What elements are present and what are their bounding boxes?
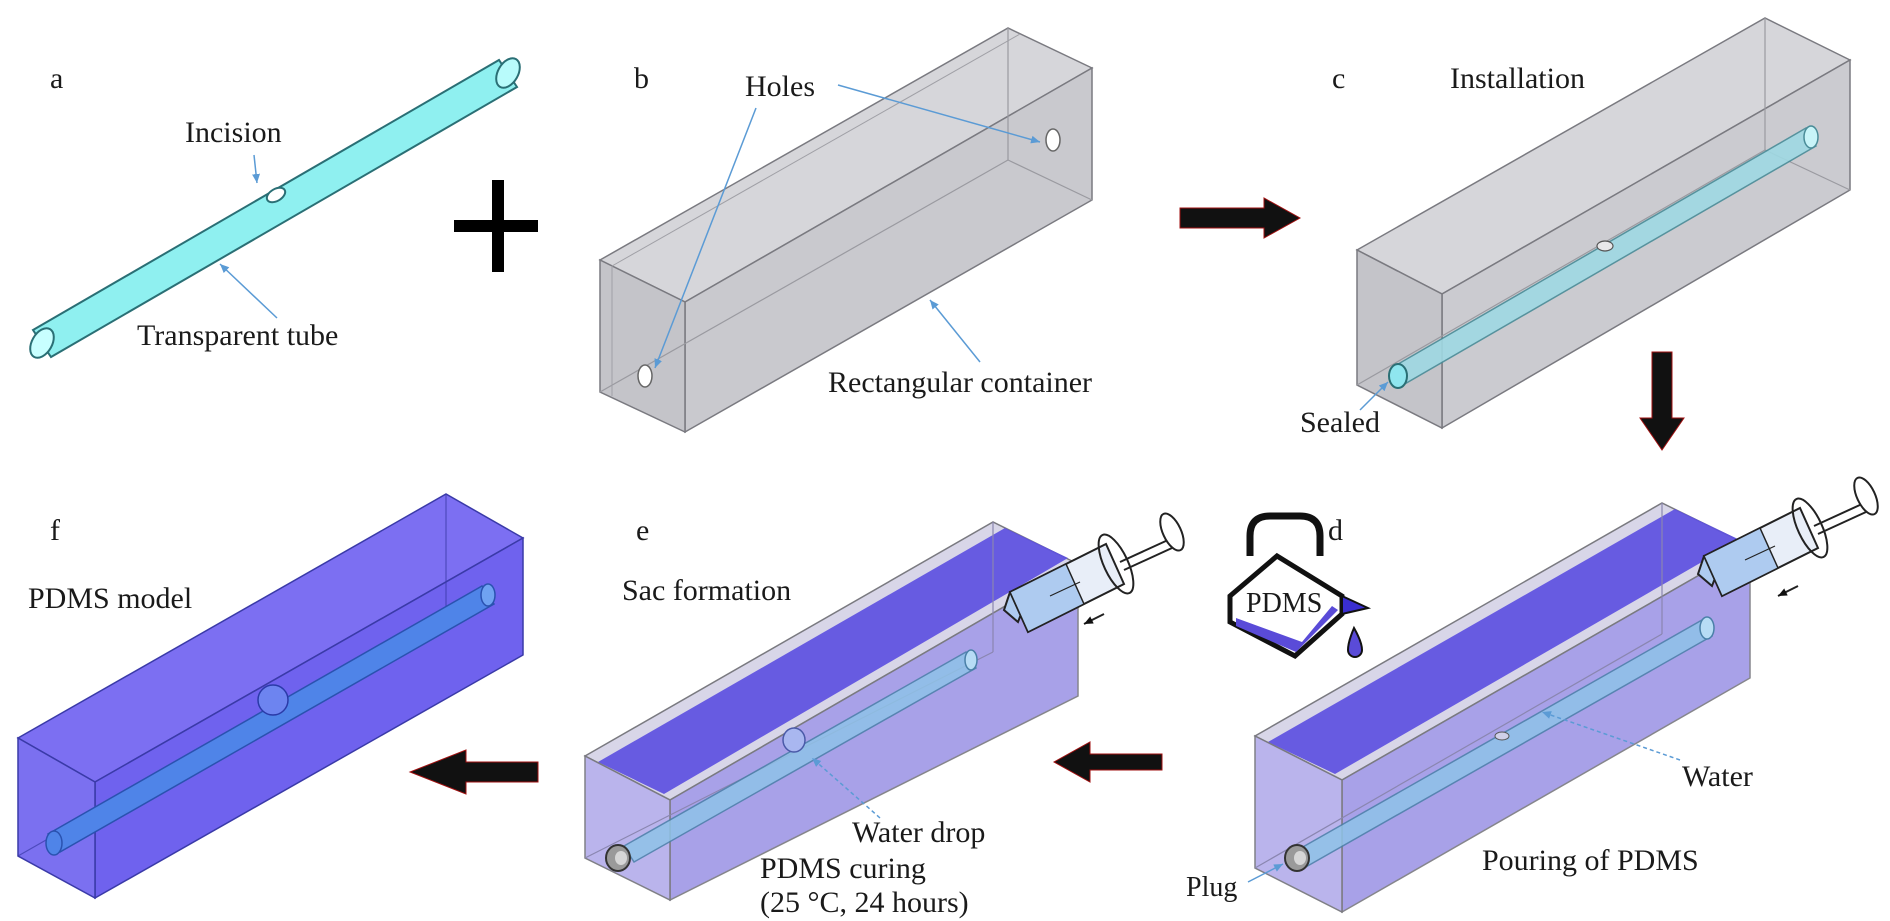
panel-c-letter: c	[1332, 62, 1345, 95]
sac-container	[583, 521, 1080, 902]
panel-b: b Holes Rectangular container	[598, 27, 1094, 434]
holes-label: Holes	[745, 70, 815, 103]
incision-hole	[265, 186, 287, 204]
pouring-caption: Pouring of PDMS	[1482, 844, 1699, 877]
panel-e: e Sac formation Water dr	[583, 512, 1185, 919]
panel-c: c Installation Sealed	[1300, 17, 1852, 439]
panel-d: d PDMS	[1186, 476, 1879, 914]
sealed-label: Sealed	[1300, 406, 1380, 439]
arrow-left-ef	[408, 749, 539, 795]
container-pointer	[929, 299, 981, 363]
plug-label: Plug	[1186, 872, 1237, 903]
hole-back	[1045, 128, 1061, 152]
pdms-model-title: PDMS model	[28, 582, 192, 615]
tube-label: Transparent tube	[137, 319, 338, 352]
pdms-model-block	[16, 493, 525, 900]
water-drop-pointer	[811, 757, 881, 819]
arrow-right	[1179, 197, 1302, 239]
holes-pointer-front	[654, 107, 757, 369]
container-label: Rectangular container	[828, 366, 1092, 399]
hole-front	[637, 364, 653, 388]
transparent-tube	[29, 57, 521, 359]
installation-title: Installation	[1450, 62, 1585, 95]
curing-label-line2: (25 °C, 24 hours)	[760, 886, 969, 919]
holes-pointer-back	[837, 84, 1041, 144]
water-label: Water	[1682, 760, 1753, 793]
tube-pointer	[219, 263, 278, 319]
panel-d-letter: d	[1328, 514, 1343, 547]
plug-pointer	[1247, 863, 1284, 883]
panel-a: a Incision Transparent tube	[29, 57, 521, 359]
pdms-filled-container	[1253, 502, 1752, 914]
pdms-jug-label: PDMS	[1246, 588, 1322, 619]
panel-b-letter: b	[634, 62, 649, 95]
syringe-icon-e	[1002, 512, 1185, 634]
sac-formation-title: Sac formation	[622, 574, 791, 607]
panel-f-letter: f	[50, 514, 60, 547]
sealed-pointer	[1359, 381, 1389, 411]
water-drop-label: Water drop	[852, 816, 985, 849]
syringe-icon-d	[1696, 476, 1879, 598]
curing-label-line1: PDMS curing	[760, 852, 926, 885]
incision-label: Incision	[185, 116, 282, 149]
installed-container	[1355, 17, 1852, 430]
water-pointer	[1541, 711, 1681, 761]
arrow-left-de	[1052, 741, 1163, 783]
panel-e-letter: e	[636, 514, 649, 547]
panel-f: f PDMS model	[16, 493, 525, 900]
plus-sign	[454, 180, 538, 272]
arrow-down	[1639, 351, 1685, 451]
rectangular-container	[598, 27, 1094, 434]
panel-a-letter: a	[50, 62, 63, 95]
pdms-jug-icon	[1227, 512, 1372, 660]
incision-pointer	[252, 154, 261, 184]
